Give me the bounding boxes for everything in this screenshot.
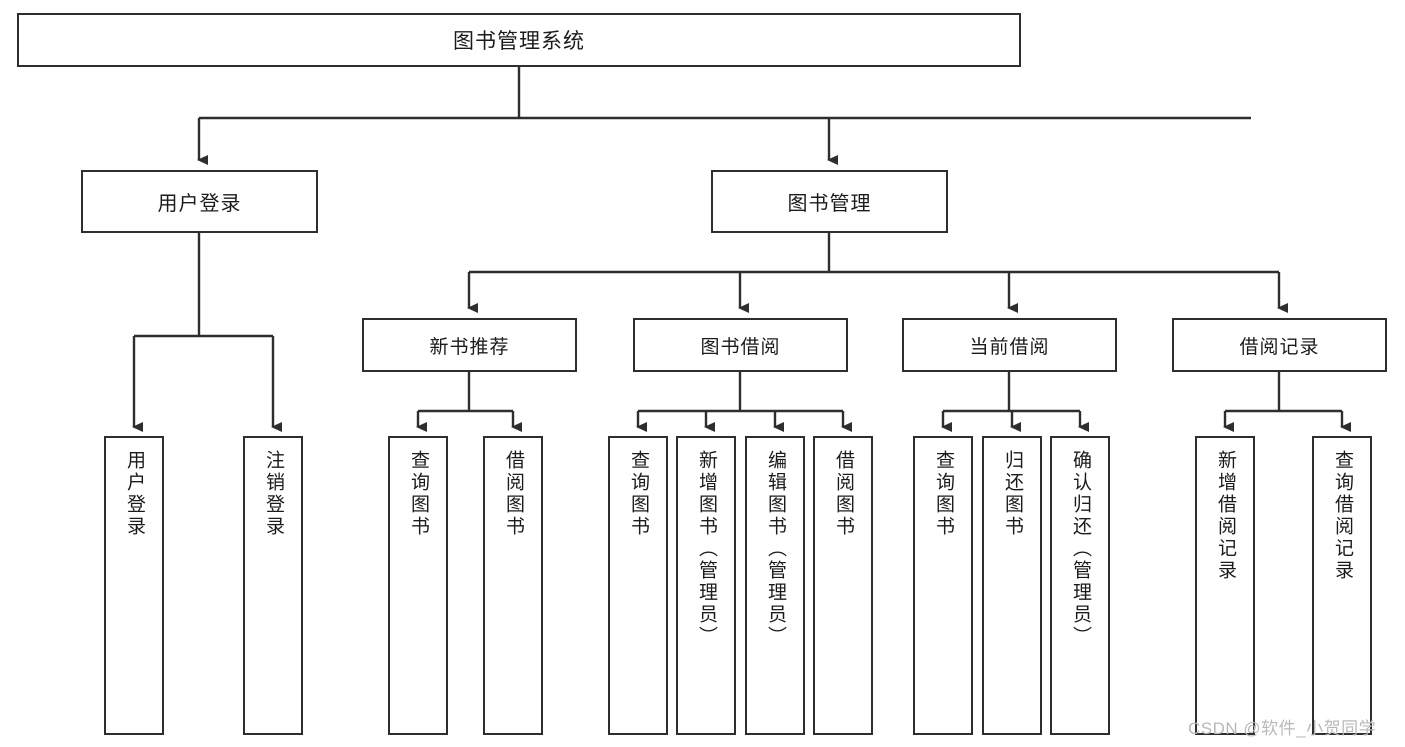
node-leaf-query-book-1[interactable]: 查询图书 (388, 436, 448, 735)
node-book-management[interactable]: 图书管理 (711, 170, 948, 233)
node-book-borrow[interactable]: 图书借阅 (633, 318, 848, 372)
watermark: CSDN @软件_小贺同学 (1188, 719, 1377, 738)
node-leaf-borrow-book-2[interactable]: 借阅图书 (813, 436, 873, 735)
node-leaf-query-book-2-label: 查询图书 (627, 450, 649, 538)
node-user-login[interactable]: 用户登录 (81, 170, 318, 233)
node-leaf-confirm-return[interactable]: 确认归还（管理员） (1050, 436, 1110, 735)
node-leaf-add-book-label: 新增图书（管理员） (695, 450, 717, 648)
node-leaf-confirm-return-label: 确认归还（管理员） (1069, 450, 1091, 648)
node-leaf-add-record[interactable]: 新增借阅记录 (1195, 436, 1255, 735)
node-leaf-query-record-label: 查询借阅记录 (1331, 450, 1353, 582)
node-book-borrow-label: 图书借阅 (700, 336, 781, 358)
node-leaf-add-record-label: 新增借阅记录 (1214, 450, 1236, 582)
node-borrow-record[interactable]: 借阅记录 (1172, 318, 1387, 372)
node-leaf-user-login-label: 用户登录 (123, 450, 145, 538)
node-leaf-borrow-book-1[interactable]: 借阅图书 (483, 436, 543, 735)
node-leaf-return-book-label: 归还图书 (1001, 450, 1023, 538)
node-leaf-add-book[interactable]: 新增图书（管理员） (676, 436, 736, 735)
node-current-borrow-label: 当前借阅 (969, 336, 1050, 358)
node-leaf-logout-login[interactable]: 注销登录 (243, 436, 303, 735)
node-leaf-return-book[interactable]: 归还图书 (982, 436, 1042, 735)
node-leaf-borrow-book-1-label: 借阅图书 (502, 450, 524, 538)
node-user-login-label: 用户登录 (157, 193, 242, 215)
node-root[interactable]: 图书管理系统 (17, 13, 1021, 67)
node-leaf-query-book-3[interactable]: 查询图书 (913, 436, 973, 735)
node-leaf-query-book-3-label: 查询图书 (932, 450, 954, 538)
node-leaf-edit-book-label: 编辑图书（管理员） (764, 450, 786, 648)
node-current-borrow[interactable]: 当前借阅 (902, 318, 1117, 372)
node-leaf-logout-login-label: 注销登录 (262, 450, 284, 538)
node-leaf-query-book-2[interactable]: 查询图书 (608, 436, 668, 735)
node-book-management-label: 图书管理 (787, 193, 872, 215)
node-leaf-edit-book[interactable]: 编辑图书（管理员） (745, 436, 805, 735)
node-leaf-borrow-book-2-label: 借阅图书 (832, 450, 854, 538)
node-new-book-recommend[interactable]: 新书推荐 (362, 318, 577, 372)
node-root-label: 图书管理系统 (453, 30, 585, 53)
node-borrow-record-label: 借阅记录 (1239, 336, 1320, 358)
node-leaf-user-login[interactable]: 用户登录 (104, 436, 164, 735)
node-leaf-query-record[interactable]: 查询借阅记录 (1312, 436, 1372, 735)
node-leaf-query-book-1-label: 查询图书 (407, 450, 429, 538)
node-new-book-recommend-label: 新书推荐 (429, 336, 510, 358)
